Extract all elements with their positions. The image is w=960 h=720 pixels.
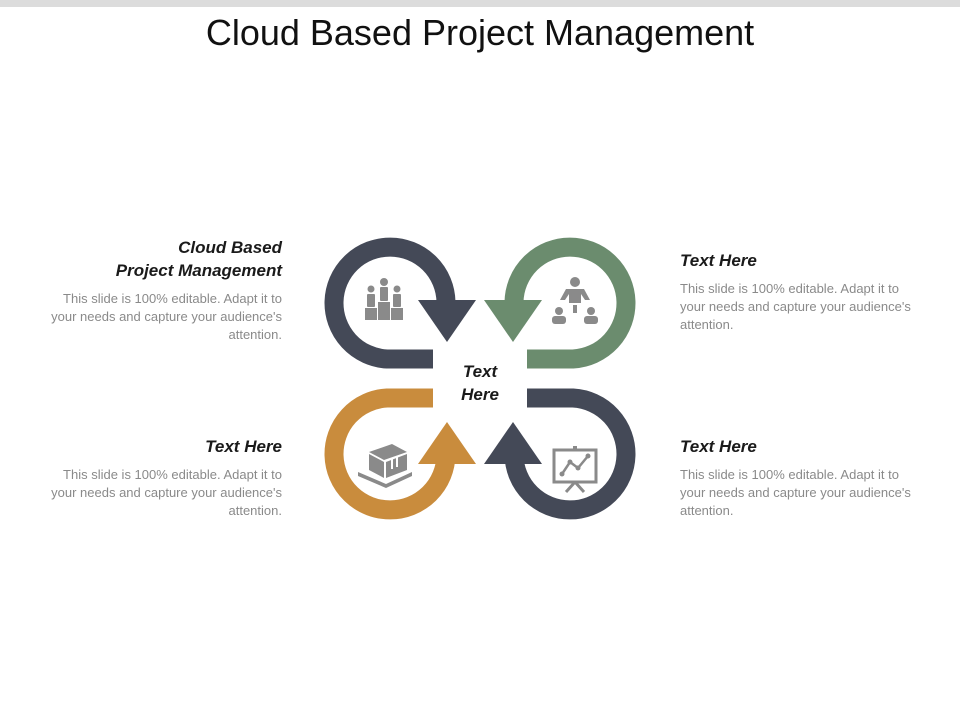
block-heading: Text Here [680, 437, 757, 456]
presentation-chart-icon [552, 446, 598, 494]
block-description: This slide is 100% editable. Adapt it to… [680, 281, 911, 332]
center-label: Text Here [461, 362, 499, 404]
block-heading: Cloud Based Project Management [115, 238, 282, 280]
slide-title: Cloud Based Project Management [205, 12, 755, 53]
text-block-bottom-right: Text Here This slide is 100% editable. A… [680, 435, 915, 520]
arrow-bottom-right [484, 388, 636, 520]
top-accent-bar [0, 0, 960, 7]
block-description: This slide is 100% editable. Adapt it to… [51, 291, 282, 342]
arrow-bottom-left [324, 388, 476, 520]
text-block-top-right: Text Here This slide is 100% editable. A… [680, 249, 915, 334]
block-description: This slide is 100% editable. Adapt it to… [680, 467, 911, 518]
block-heading: Text Here [205, 437, 282, 456]
team-podium-icon [365, 278, 403, 320]
package-pallet-icon [358, 444, 412, 488]
text-block-top-left: Cloud Based Project Management This slid… [47, 236, 282, 344]
block-description: This slide is 100% editable. Adapt it to… [51, 467, 282, 518]
arrow-top-left [324, 237, 476, 369]
arrow-top-right [484, 237, 636, 369]
text-block-bottom-left: Text Here This slide is 100% editable. A… [47, 435, 282, 520]
block-heading: Text Here [680, 251, 757, 270]
org-hierarchy-icon [552, 277, 598, 324]
